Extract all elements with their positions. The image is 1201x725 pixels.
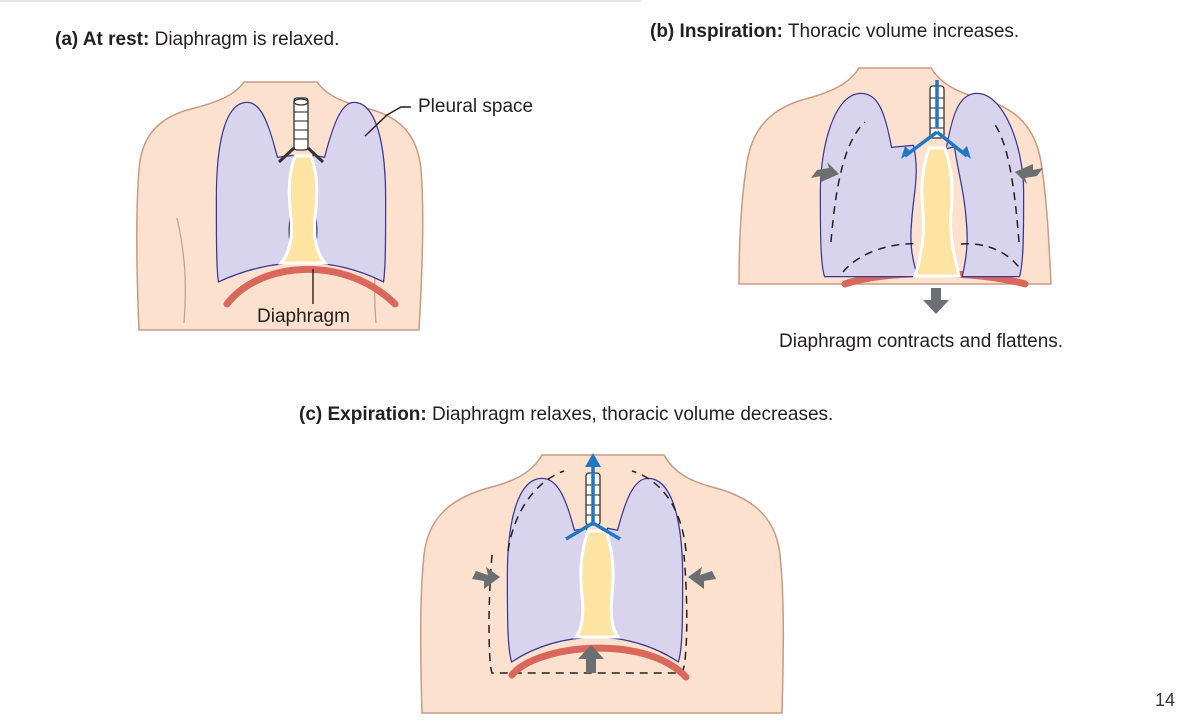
caption-panel-a: (a) At rest: Diaphragm is relaxed. [55, 29, 339, 51]
caption-b-text: Thoracic volume increases. [787, 21, 1020, 42]
trachea [277, 97, 325, 164]
label-pleural-space: Pleural space [418, 96, 534, 117]
relaxed-diaphragm-outline [842, 242, 920, 273]
diaphragm-up-arrow [578, 645, 604, 673]
diagram-at-rest [136, 81, 424, 331]
mediastinum [277, 154, 329, 265]
page-number: 14 [1155, 690, 1176, 710]
caption-b-heading: (b) Inspiration: [650, 21, 783, 42]
chest-contraction-arrow-left [472, 567, 500, 589]
expanded-lung-outline [830, 121, 866, 243]
left-lung [819, 92, 919, 278]
left-lung [215, 101, 300, 283]
caption-c-heading: (c) Expiration: [299, 404, 427, 425]
mediastinum [573, 529, 621, 639]
caption-a-text: Diaphragm is relaxed. [154, 29, 340, 50]
expanded-lung-outline [992, 121, 1020, 243]
caption-panel-b: (b) Inspiration: Thoracic volume increas… [650, 21, 1019, 43]
diaphragm-down-arrow [923, 288, 949, 314]
diagram-inspiration [738, 67, 1052, 314]
mediastinum [912, 146, 961, 278]
right-lung [945, 92, 1025, 278]
label-diaphragm-contracts: Diaphragm contracts and flattens. [779, 331, 1064, 352]
right-lung [306, 101, 387, 283]
relaxed-diaphragm-outline [960, 242, 1022, 271]
pleural-leader-line [364, 106, 411, 137]
caption-a-heading: (a) At rest: [55, 29, 150, 50]
caption-panel-c: (c) Expiration: Diaphragm relaxes, thora… [299, 404, 833, 426]
arm-crease [176, 217, 186, 324]
label-diaphragm: Diaphragm [257, 306, 350, 327]
caption-c-text: Diaphragm relaxes, thoracic volume decre… [432, 404, 834, 425]
diagram-expiration [419, 453, 785, 714]
top-divider-line [0, 0, 641, 2]
chest-expansion-arrow-right [1015, 164, 1043, 184]
chest-contraction-arrow-right [688, 567, 716, 589]
air-inflow-arrows [901, 80, 971, 159]
diaphragm [223, 265, 399, 308]
air-outflow-arrow [565, 453, 621, 541]
chest-expansion-arrow-left [811, 162, 839, 182]
